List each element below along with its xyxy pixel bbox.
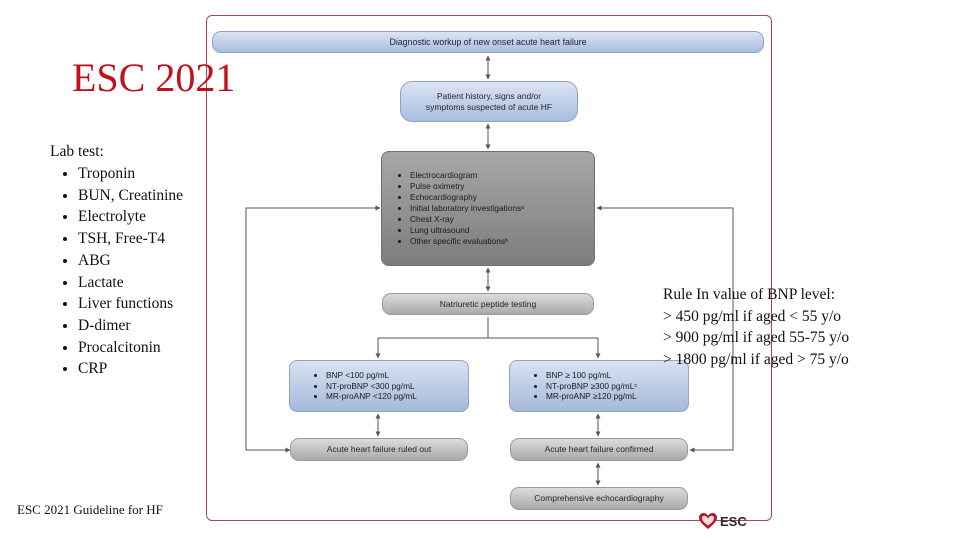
ruled-out-text: Acute heart failure ruled out xyxy=(326,444,432,455)
arrow-np-high xyxy=(488,337,601,359)
lab-test-title: Lab test: xyxy=(50,143,104,160)
bnp-rule-line: > 900 pg/ml if aged 55-75 y/o xyxy=(663,329,850,347)
np-testing-box: Natriuretic peptide testing xyxy=(382,293,594,315)
lab-test-list: Troponin BUN, Creatinine Electrolyte TSH… xyxy=(50,163,183,380)
confirmed-box: Acute heart failure confirmed xyxy=(510,438,688,461)
loop-right xyxy=(596,205,734,453)
flowchart-header: Diagnostic workup of new onset acute hea… xyxy=(212,31,764,53)
bnp-rule-line: > 1800 pg/ml if aged > 75 y/o xyxy=(663,350,849,368)
investigations-box: Electrocardiogram Pulse oximetry Echocar… xyxy=(381,151,595,266)
lab-test-item: ABG xyxy=(78,250,183,272)
lab-test-item: BUN, Creatinine xyxy=(78,185,183,207)
low-value-item: BNP <100 pg/mL xyxy=(326,370,417,381)
np-testing-text: Natriuretic peptide testing xyxy=(439,298,537,309)
slide-title: ESC 2021 xyxy=(72,55,236,100)
ruled-out-box: Acute heart failure ruled out xyxy=(290,438,468,461)
high-value-item: NT-proBNP ≥300 pg/mLᶜ xyxy=(546,381,637,392)
lab-test-block: Lab test: Troponin BUN, Creatinine Elect… xyxy=(50,143,183,380)
investigation-item: Electrocardiogram xyxy=(410,170,524,181)
arrow-np-low xyxy=(375,317,489,359)
high-values-list: BNP ≥ 100 pg/mL NT-proBNP ≥300 pg/mLᶜ MR… xyxy=(532,370,637,403)
investigation-item: Chest X-ray xyxy=(410,214,524,225)
investigation-item: Initial laboratory investigationsᵃ xyxy=(410,203,524,214)
esc-logo-text: ESC xyxy=(720,513,747,529)
lab-test-item: TSH, Free-T4 xyxy=(78,228,183,250)
low-value-item: MR-proANP <120 pg/mL xyxy=(326,391,417,402)
bnp-rule-block: Rule In value of BNP level: > 450 pg/ml … xyxy=(663,284,849,370)
lab-test-item: Lactate xyxy=(78,272,183,294)
loop-left xyxy=(245,205,381,453)
history-text: Patient history, signs and/or symptoms s… xyxy=(425,90,553,112)
footer-note: ESC 2021 Guideline for HF xyxy=(17,502,163,517)
flowchart-header-text: Diagnostic workup of new onset acute hea… xyxy=(389,36,587,47)
echo-box: Comprehensive echocardiography xyxy=(510,487,688,510)
lab-test-item: D-dimer xyxy=(78,315,183,337)
confirmed-text: Acute heart failure confirmed xyxy=(544,444,654,455)
high-value-item: BNP ≥ 100 pg/mL xyxy=(546,370,637,381)
low-value-item: NT-proBNP <300 pg/mL xyxy=(326,381,417,392)
history-box: Patient history, signs and/or symptoms s… xyxy=(400,81,578,122)
echo-text: Comprehensive echocardiography xyxy=(534,493,664,504)
lab-test-item: CRP xyxy=(78,358,183,380)
lab-test-item: Procalcitonin xyxy=(78,337,183,359)
bnp-rule-line: > 450 pg/ml if aged < 55 y/o xyxy=(663,307,842,325)
esc-logo: ESC xyxy=(698,512,747,530)
high-values-box: BNP ≥ 100 pg/mL NT-proBNP ≥300 pg/mLᶜ MR… xyxy=(509,360,689,412)
bnp-rule-title: Rule In value of BNP level: xyxy=(663,286,836,303)
lab-test-item: Electrolyte xyxy=(78,206,183,228)
investigation-item: Pulse oximetry xyxy=(410,181,524,192)
investigation-item: Echocardiography xyxy=(410,192,524,203)
investigations-list: Electrocardiogram Pulse oximetry Echocar… xyxy=(396,170,524,247)
investigation-item: Lung ultrasound xyxy=(410,225,524,236)
low-values-box: BNP <100 pg/mL NT-proBNP <300 pg/mL MR-p… xyxy=(289,360,469,412)
lab-test-item: Troponin xyxy=(78,163,183,185)
lab-test-item: Liver functions xyxy=(78,293,183,315)
heart-logo-icon xyxy=(699,513,717,529)
high-value-item: MR-proANP ≥120 pg/mL xyxy=(546,391,637,402)
low-values-list: BNP <100 pg/mL NT-proBNP <300 pg/mL MR-p… xyxy=(312,370,417,403)
investigation-item: Other specific evaluationsᵇ xyxy=(410,236,524,247)
